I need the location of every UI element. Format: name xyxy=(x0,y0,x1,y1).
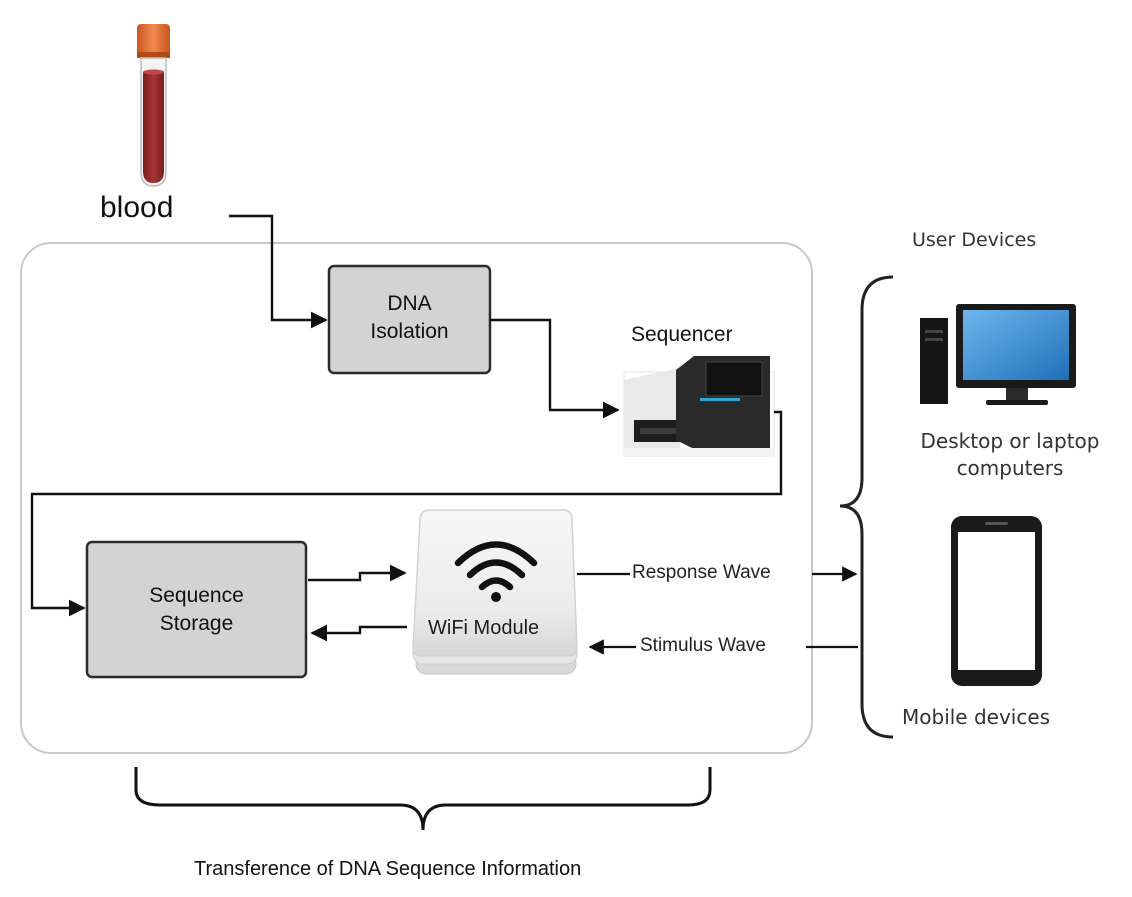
mobile-label: Mobile devices xyxy=(902,705,1051,729)
stimulus-wave-label: Stimulus Wave xyxy=(640,635,766,656)
sequence-storage-line1: Sequence xyxy=(149,584,244,607)
dna-isolation-line2: Isolation xyxy=(370,320,449,343)
sequencer-label: Sequencer xyxy=(631,323,733,346)
arrow-sequencer-to-storage xyxy=(30,410,783,617)
sequence-storage-label: Sequence Storage xyxy=(87,582,306,638)
response-wave-label: Response Wave xyxy=(632,562,771,583)
desktop-computer-icon xyxy=(920,304,1076,405)
desktop-label: Desktop or laptop computers xyxy=(900,430,1120,480)
bottom-caption: Transference of DNA Sequence Information xyxy=(194,858,582,880)
arrow-storage-to-wifi xyxy=(308,564,407,582)
desktop-label-line1: Desktop or laptop xyxy=(920,429,1100,453)
desktop-label-line2: computers xyxy=(956,456,1064,480)
mobile-phone-icon xyxy=(951,516,1042,686)
arrow-wifi-to-storage xyxy=(310,624,407,642)
user-devices-title: User Devices xyxy=(912,229,1037,251)
wifi-icon xyxy=(412,509,578,675)
sequencer-machine-icon xyxy=(623,356,775,457)
transference-brace xyxy=(134,767,712,831)
blood-tube-icon xyxy=(137,24,170,187)
arrow-dna-to-sequencer xyxy=(490,318,620,419)
blood-label: blood xyxy=(100,191,174,224)
sequence-storage-line2: Storage xyxy=(159,612,234,635)
user-devices-brace xyxy=(839,275,894,739)
system-container xyxy=(20,242,813,754)
sequence-storage-box xyxy=(85,540,308,679)
arrow-blood-to-dna-isolation xyxy=(229,214,328,329)
wifi-module-label: WiFi Module xyxy=(428,617,540,639)
dna-isolation-line1: DNA xyxy=(387,292,432,315)
dna-isolation-label: DNA Isolation xyxy=(329,290,490,346)
